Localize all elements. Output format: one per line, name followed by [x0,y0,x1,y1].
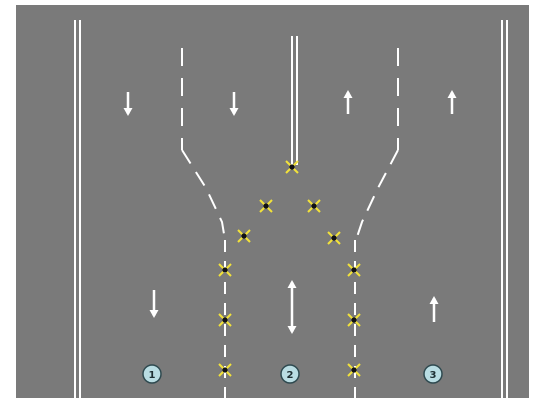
arrow-icon [429,296,439,322]
lane-number-label: 2 [287,370,294,381]
road-surface [16,5,529,398]
traffic-light-marker-icon [347,263,361,277]
traffic-light-marker-icon [307,199,321,213]
arrow-icon [123,92,133,116]
arrow-icon [343,90,353,114]
lane-number-badge: 2 [280,364,300,384]
traffic-light-marker-icon [347,363,361,377]
traffic-light-marker-icon [237,229,251,243]
lane-number-badge: 3 [423,364,443,384]
traffic-light-marker-icon [327,231,341,245]
arrow-icon [149,290,159,318]
traffic-light-marker-icon [285,160,299,174]
traffic-light-marker-icon [347,313,361,327]
transition-line-left [181,149,226,241]
transition-line-right [355,149,399,241]
left-edge-line [74,20,81,398]
traffic-light-marker-icon [259,199,273,213]
lane-number-badge: 1 [142,364,162,384]
lane-signal-markers [218,160,361,377]
lane-number-label: 3 [430,370,437,381]
center-double-line [291,36,298,165]
traffic-light-marker-icon [218,313,232,327]
traffic-light-marker-icon [218,363,232,377]
right-edge-line [501,20,508,398]
arrow-icon [287,280,297,334]
arrow-icon [229,92,239,116]
arrow-icon [447,90,457,114]
traffic-light-marker-icon [218,263,232,277]
lane-number-label: 1 [149,370,156,381]
